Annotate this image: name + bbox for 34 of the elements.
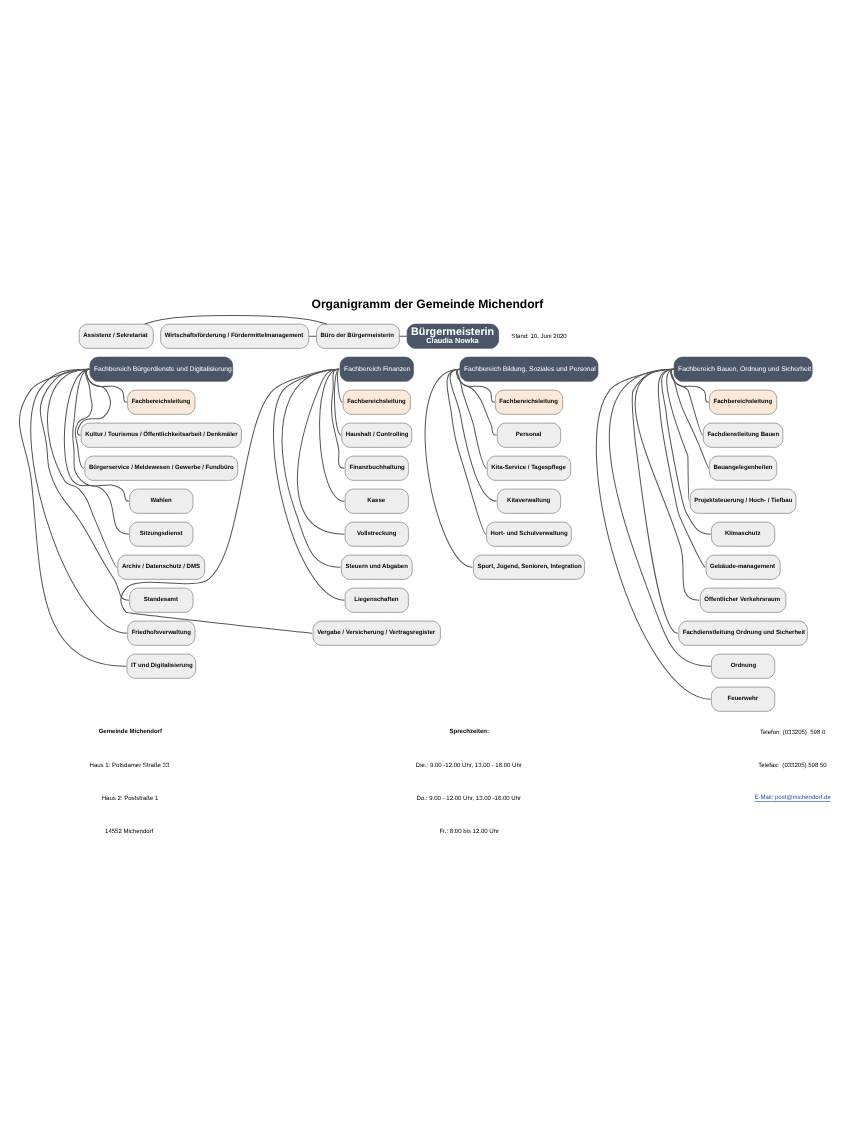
connector [456, 368, 488, 469]
connector [39, 368, 130, 601]
connector [319, 368, 345, 502]
connector [456, 368, 498, 436]
connector [333, 368, 342, 436]
connector [456, 368, 496, 403]
connector [76, 368, 111, 436]
connector [657, 368, 706, 568]
connector [449, 368, 498, 502]
connector [281, 368, 341, 568]
connector [273, 368, 345, 601]
connector [336, 368, 343, 403]
connector [398, 335, 408, 337]
connector [634, 368, 700, 601]
connector [331, 368, 345, 469]
connector [144, 315, 328, 325]
connector [631, 368, 679, 634]
connector [446, 368, 487, 535]
connector [666, 368, 690, 502]
connector [608, 368, 712, 667]
connector [670, 368, 710, 403]
connector [18, 368, 127, 667]
connector [72, 368, 130, 502]
connector [63, 368, 130, 535]
connector [297, 368, 345, 535]
connector [74, 368, 93, 469]
connector [30, 368, 128, 634]
connector [670, 368, 710, 469]
connector [596, 368, 712, 700]
connector [670, 368, 704, 436]
connector [424, 368, 473, 568]
connector [120, 368, 340, 634]
connector [46, 368, 118, 568]
connector [661, 368, 712, 535]
